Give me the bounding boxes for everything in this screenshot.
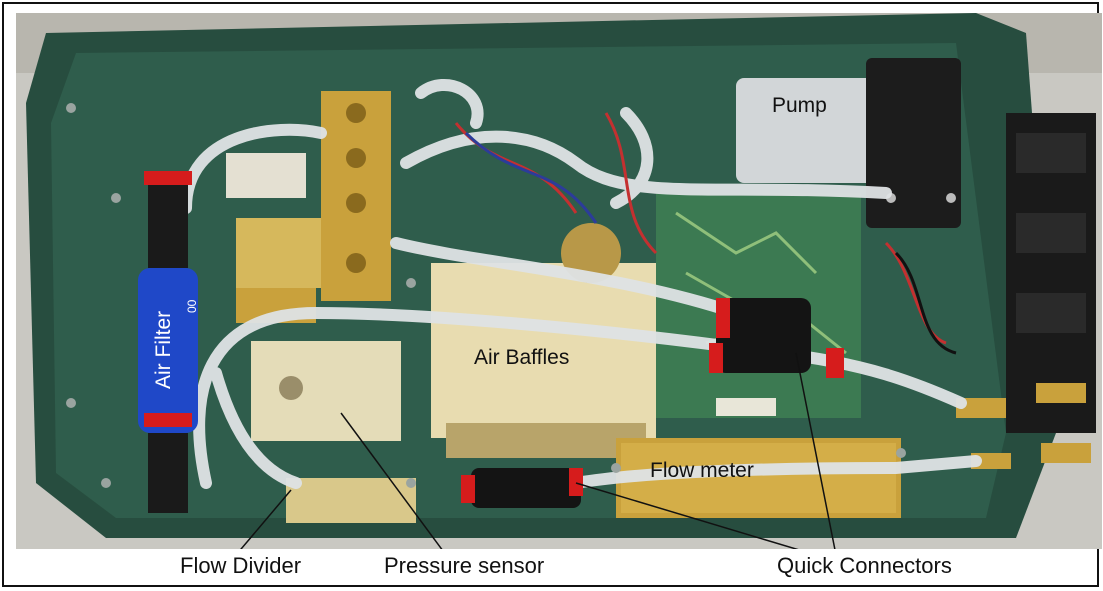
flow-divider-caption: Flow Divider <box>180 553 302 578</box>
instrument-drawing <box>16 13 1102 549</box>
flow-divider-block <box>286 478 416 523</box>
flow-meter-label: Flow meter <box>650 459 754 482</box>
pressure-sensor-block <box>251 341 401 441</box>
quick-connector-lower <box>461 468 583 508</box>
pressure-sensor-caption: Pressure sensor <box>384 553 545 578</box>
quick-connectors-caption: Quick Connectors <box>777 553 952 578</box>
pump-body <box>736 78 906 183</box>
quick-connector-upper <box>709 298 844 378</box>
instrument-photo: Pump Air Filter 00 Air Baffles Flow mete… <box>16 13 1102 549</box>
air-filter-label: Air Filter <box>152 310 175 389</box>
air-baffles-box <box>431 263 656 438</box>
wiring <box>454 112 957 355</box>
leader-lines <box>240 352 836 549</box>
pump-label: Pump <box>772 94 827 117</box>
air-baffles-label: Air Baffles <box>474 346 570 369</box>
pump-head <box>866 58 961 228</box>
air-filter-body <box>138 268 198 433</box>
filter-cap-marking: 00 <box>185 299 199 313</box>
